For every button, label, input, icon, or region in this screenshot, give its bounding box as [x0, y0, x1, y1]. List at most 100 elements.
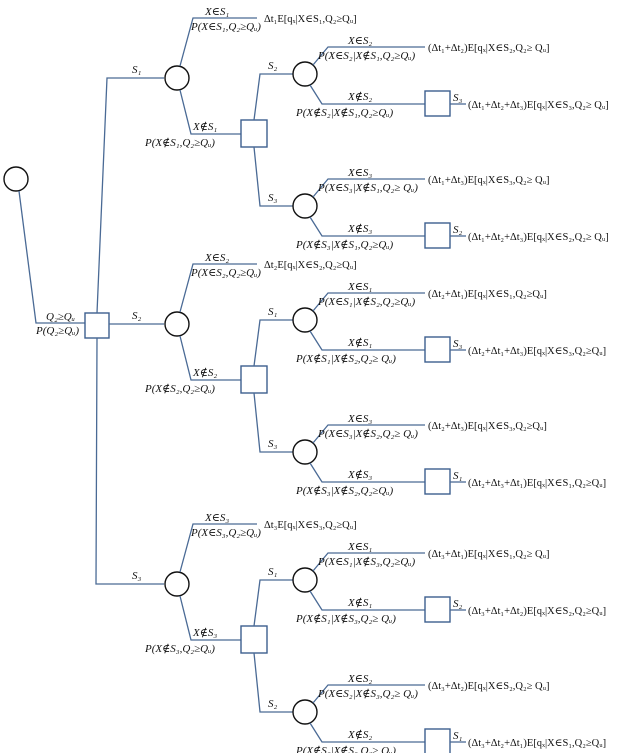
chance-node: [164, 311, 190, 337]
hit-edge-label: X∈S₁: [347, 281, 372, 293]
hit-edge: [312, 684, 425, 704]
sub-branch-edge: [253, 392, 293, 453]
trunk-edge: [95, 337, 164, 585]
payoff-label: (Δt₃+Δt₂)E[qₓ|X∈S₂,Q₂≥ Qᵤ]: [428, 681, 550, 692]
miss-edge: [179, 595, 241, 641]
payoff-label: Δt₂E[qₓ|X∈S₂,Q₂≥Qᵤ]: [264, 260, 357, 271]
payoff-label: (Δt₃+Δt₁)E[qₓ|X∈S₁,Q₂≥ Qᵤ]: [428, 549, 550, 560]
chance-node: [292, 439, 318, 465]
sub-branch-edge: [253, 146, 293, 207]
branch-label: S₂: [132, 310, 142, 322]
hit-probability: P(X∈S₃|X∉S₂,Q₂≥ Qᵤ): [317, 428, 418, 440]
hit-edge: [179, 263, 257, 313]
hit-edge-label: X∈S₃: [347, 413, 372, 425]
payoff-label: (Δt₁+Δt₂+Δt₃)E[qₓ|X∈S₂,Q₂≥ Qᵤ]: [468, 232, 609, 243]
miss-edge-label: X∉S₂: [192, 367, 217, 379]
final-branch-label: S₁: [453, 730, 463, 742]
hit-edge: [312, 424, 425, 444]
branch-label: S₃: [132, 570, 142, 582]
hit-edge: [312, 178, 425, 198]
payoff-label: Δt₁E[qₓ|X∈S₁,Q₂≥Qᵤ]: [264, 14, 357, 25]
sub-branch-label: S₃: [268, 192, 278, 204]
sub-branch-label: S₁: [268, 566, 278, 578]
miss-probability: P(X∉S₁|X∉S₃,Q₂≥ Qᵤ): [295, 613, 396, 625]
miss-edge: [179, 89, 241, 135]
final-branch-label: S₃: [453, 338, 463, 350]
miss-edge-label: X∉S₁: [192, 121, 217, 133]
sub-branch-label: S₂: [268, 60, 278, 72]
miss-probability: P(X∉S₂|X∉S₁,Q₂≥Qᵤ): [295, 107, 394, 119]
payoff-label: (Δt₃+Δt₁+Δt₂)E[qₓ|X∈S₂,Q₂≥Qᵤ]: [468, 606, 606, 617]
hit-edge-label: X∈S₂: [347, 35, 372, 47]
payoff-label: Δt₃E[qₓ|X∈S₃,Q₂≥Qᵤ]: [264, 520, 357, 531]
chance-node: [292, 699, 318, 725]
hit-edge: [179, 523, 257, 573]
decision-node: [424, 222, 451, 249]
payoff-label: (Δt₁+Δt₂)E[qₓ|X∈S₂,Q₂≥ Qᵤ]: [428, 43, 550, 54]
chance-node: [164, 65, 190, 91]
payoff-label: (Δt₂+Δt₁+Δt₃)E[qₓ|X∈S₃,Q₂≥Qᵤ]: [468, 346, 606, 357]
miss-edge-label: X∉S₂: [347, 91, 372, 103]
payoff-label: (Δt₁+Δt₃)E[qₓ|X∈S₃,Q₂≥ Qᵤ]: [428, 175, 550, 186]
miss-probability: P(X∉S₂,Q₂≥Qᵤ): [144, 383, 215, 395]
chance-node: [164, 571, 190, 597]
hit-edge-label: X∈S₃: [204, 512, 229, 524]
payoff-label: (Δt₃+Δt₂+Δt₁)E[qₓ|X∈S₁,Q₂≥Qᵤ]: [468, 738, 606, 749]
final-branch-label: S₁: [453, 470, 463, 482]
miss-probability: P(X∉S₃,Q₂≥Qᵤ): [144, 643, 215, 655]
branch-label: S₁: [132, 64, 142, 76]
decision-node: [240, 365, 268, 394]
sub-branch-edge: [253, 73, 293, 121]
payoff-label: (Δt₁+Δt₂+Δt₃)E[qₓ|X∈S₃,Q₂≥ Qᵤ]: [468, 100, 609, 111]
hit-edge: [312, 292, 425, 312]
root-decision-node: [84, 312, 110, 339]
miss-edge: [179, 335, 241, 381]
decision-node: [424, 596, 451, 623]
root-chance-node: [3, 166, 29, 192]
payoff-label: (Δt₂+Δt₁)E[qₓ|X∈S₁,Q₂≥Qᵤ]: [428, 289, 547, 300]
miss-edge-label: X∉S₃: [347, 223, 372, 235]
final-branch-label: S₃: [453, 92, 463, 104]
miss-edge: [309, 590, 425, 611]
miss-probability: P(X∉S₂|X∉S₃,Q₂≥ Qᵤ): [295, 745, 396, 753]
miss-probability: P(X∉S₁|X∉S₂,Q₂≥ Qᵤ): [295, 353, 396, 365]
final-branch-label: S₂: [453, 598, 463, 610]
root-edge-label-bottom: P(Q₂≥Qᵤ): [35, 325, 79, 337]
root-edge-label-top: Q₂≥Qᵤ: [46, 311, 75, 323]
decision-node: [240, 119, 268, 148]
chance-node: [292, 193, 318, 219]
miss-edge: [309, 330, 425, 351]
hit-probability: P(X∈S₂,Q₂≥Qᵤ): [190, 267, 261, 279]
chance-node: [292, 567, 318, 593]
miss-edge: [309, 722, 425, 743]
hit-probability: P(X∈S₁,Q₂≥Qᵤ): [190, 21, 261, 33]
decision-node: [240, 625, 268, 654]
chance-node: [292, 307, 318, 333]
miss-edge-label: X∉S₁: [347, 597, 372, 609]
hit-probability: P(X∈S₁|X∉S₃,Q₂≥Qᵤ): [317, 556, 416, 568]
miss-edge-label: X∉S₃: [192, 627, 217, 639]
hit-edge-label: X∈S₁: [204, 6, 229, 18]
hit-probability: P(X∈S₁|X∉S₂,Q₂≥Qᵤ): [317, 296, 416, 308]
root-edge: [18, 190, 85, 324]
decision-node: [424, 336, 451, 363]
miss-probability: P(X∉S₃|X∉S₁,Q₂≥Qᵤ): [295, 239, 394, 251]
sub-branch-label: S₁: [268, 306, 278, 318]
miss-probability: P(X∉S₃|X∉S₂,Q₂≥Qᵤ): [295, 485, 394, 497]
sub-branch-edge: [253, 319, 293, 367]
miss-edge-label: X∉S₁: [347, 337, 372, 349]
hit-edge-label: X∈S₂: [204, 252, 229, 264]
hit-edge: [179, 17, 257, 67]
hit-probability: P(X∈S₃,Q₂≥Qᵤ): [190, 527, 261, 539]
miss-edge-label: X∉S₂: [347, 729, 372, 741]
sub-branch-label: S₂: [268, 698, 278, 710]
decision-node: [424, 728, 451, 753]
miss-probability: P(X∉S₁,Q₂≥Qᵤ): [144, 137, 215, 149]
sub-branch-label: S₃: [268, 438, 278, 450]
hit-edge-label: X∈S₂: [347, 673, 372, 685]
hit-probability: P(X∈S₂|X∉S₃,Q₂≥ Qᵤ): [317, 688, 418, 700]
decision-node: [424, 90, 451, 117]
hit-edge-label: X∈S₃: [347, 167, 372, 179]
miss-edge: [309, 216, 425, 237]
